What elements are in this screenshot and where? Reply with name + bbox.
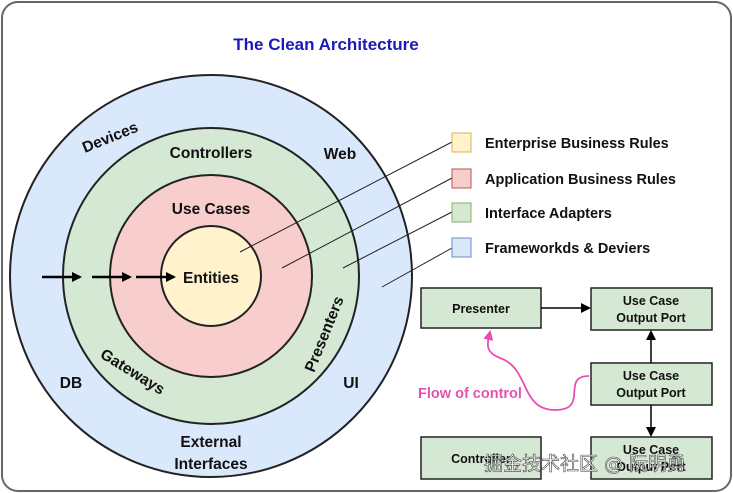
- legend-label-frameworks: Frameworkds & Deviers: [485, 241, 650, 257]
- ui-label: UI: [343, 375, 359, 392]
- legend-swatch-adapters: [451, 202, 472, 223]
- legend-connector-use-cases: [281, 177, 453, 269]
- controller-box: [420, 436, 542, 480]
- legend-connector-entities: [239, 141, 453, 253]
- use-cases-label: Use Cases: [172, 201, 250, 218]
- legend-connector-adapters: [342, 211, 453, 269]
- entities-label: Entities: [183, 270, 239, 287]
- external-interfaces-label-line2: Interfaces: [174, 456, 247, 473]
- output-port-mid-line1: Use Case: [623, 369, 679, 383]
- legend-swatch-enterprise: [451, 132, 472, 153]
- legend-swatch-application: [451, 168, 472, 189]
- legend-swatch-frameworks: [451, 237, 472, 258]
- flow-of-control-label: Flow of control: [418, 386, 522, 402]
- output-port-mid-box: [590, 362, 713, 406]
- output-port-bottom-line2: Output Port: [616, 460, 686, 474]
- legend: Enterprise Business Rules Application Bu…: [451, 132, 676, 258]
- legend-label-adapters: Interface Adapters: [485, 206, 612, 222]
- controller-box-label: Controller: [451, 452, 511, 466]
- presenter-box-label: Presenter: [452, 302, 510, 316]
- db-label: DB: [60, 375, 82, 392]
- legend-connector-frameworks: [381, 247, 453, 288]
- output-port-bottom-line1: Use Case: [623, 443, 679, 457]
- controllers-label: Controllers: [170, 145, 253, 162]
- presenter-box: [420, 287, 542, 329]
- external-interfaces-label-line1: External: [180, 434, 241, 451]
- output-port-top-line2: Output Port: [616, 311, 686, 325]
- legend-label-application: Application Business Rules: [485, 172, 676, 188]
- flow-of-control-diagram: Presenter Use Case Output Port Use Case …: [418, 287, 713, 480]
- web-label: Web: [324, 146, 356, 163]
- output-port-bottom-box: [590, 436, 713, 480]
- diagram-title: The Clean Architecture: [233, 35, 418, 54]
- flow-of-control-arrow: [483, 330, 590, 411]
- legend-label-enterprise: Enterprise Business Rules: [485, 136, 669, 152]
- output-port-mid-line2: Output Port: [616, 386, 686, 400]
- watermark: 掘金技术社区 @ 阮明勇: [484, 453, 686, 475]
- output-port-top-line1: Use Case: [623, 294, 679, 308]
